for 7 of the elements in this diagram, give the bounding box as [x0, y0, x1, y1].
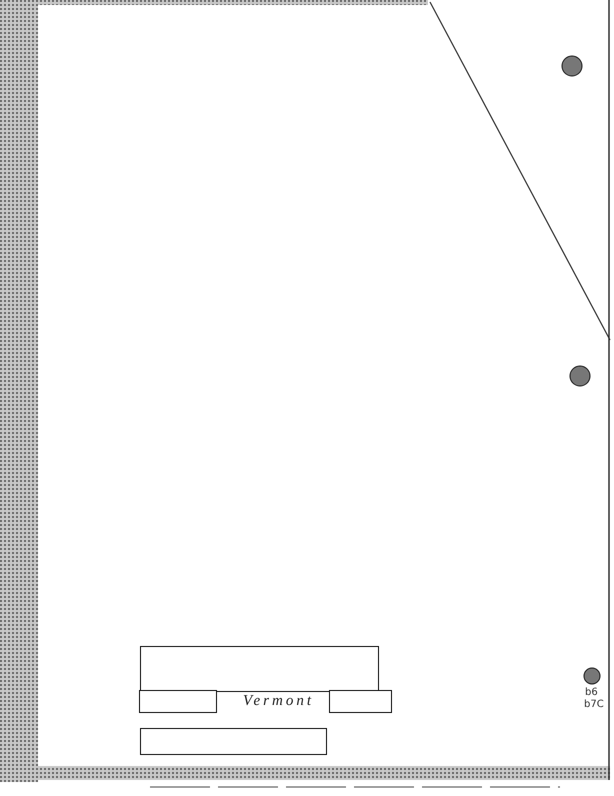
redaction-box	[139, 690, 217, 713]
redaction-box	[140, 646, 379, 692]
redaction-code: b7C	[584, 699, 604, 710]
redaction-code: b6	[585, 687, 598, 698]
redaction-box	[329, 690, 392, 713]
redaction-box	[140, 728, 327, 755]
handwritten-word: Vermont	[243, 693, 314, 710]
